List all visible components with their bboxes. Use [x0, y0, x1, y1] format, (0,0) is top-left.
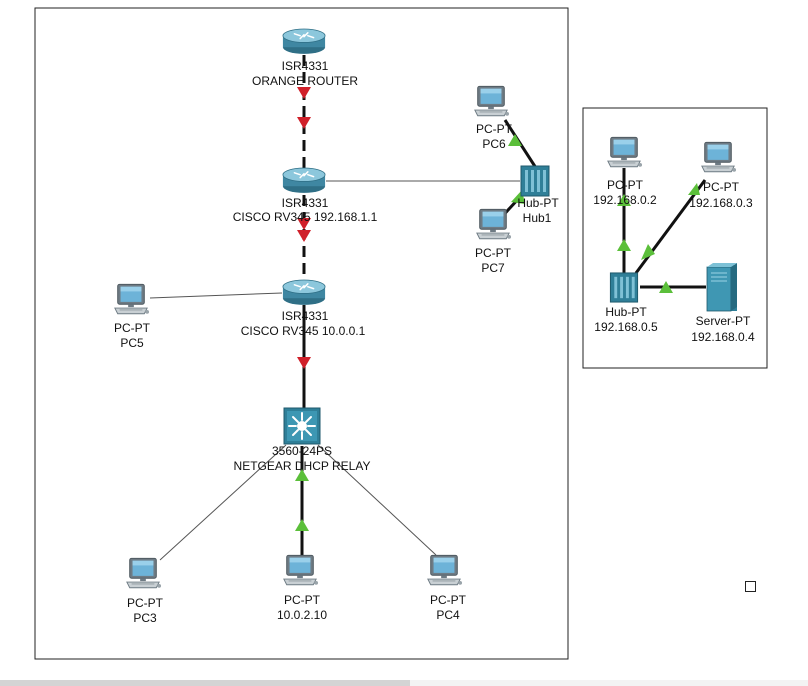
main-workspace-frame: [34, 7, 569, 660]
pc-icon[interactable]: [427, 554, 463, 586]
pc3-model-label: PC-PT: [127, 596, 164, 610]
hub1-name-label: Hub1: [523, 211, 552, 225]
pc5-name-label: PC5: [120, 336, 144, 350]
server-name-label: 192.168.0.4: [691, 330, 755, 344]
link-status-down-group: [297, 87, 311, 369]
cable-pcr2-to-hubr[interactable]: [634, 179, 707, 274]
server-icon[interactable]: [706, 262, 738, 312]
pc4-model-label: PC-PT: [430, 593, 467, 607]
link-up-indicator: [295, 469, 309, 481]
link-up-indicator: [641, 244, 655, 260]
pcr1-model-label: PC-PT: [607, 178, 644, 192]
cable-switch-to-pc3[interactable]: [159, 444, 287, 561]
pcr2-name-label: 192.168.0.3: [689, 196, 753, 210]
link-down-indicator: [297, 218, 311, 230]
pcmid-model-label: PC-PT: [284, 593, 321, 607]
hub1-model-label: Hub-PT: [517, 196, 559, 210]
link-down-indicator: [297, 357, 311, 369]
link-up-indicator: [617, 239, 631, 251]
pcr2-model-label: PC-PT: [703, 180, 740, 194]
pc-icon[interactable]: [607, 136, 643, 168]
link-up-indicator: [659, 281, 673, 293]
pc-icon[interactable]: [474, 85, 510, 117]
link-down-indicator: [297, 230, 311, 242]
right-workspace-frame: [582, 107, 768, 369]
pc6-model-label: PC-PT: [476, 122, 513, 136]
server-model-label: Server-PT: [696, 314, 751, 328]
pc7-name-label: PC7: [481, 261, 505, 275]
link-up-indicator: [295, 519, 309, 531]
hub-icon[interactable]: [609, 272, 639, 303]
horizontal-scrollbar-thumb[interactable]: [0, 680, 410, 686]
pcr1-name-label: 192.168.0.2: [593, 193, 657, 207]
switch-name-label: NETGEAR DHCP RELAY: [234, 459, 371, 473]
pcmid-name-label: 10.0.2.10: [277, 608, 327, 622]
router-icon[interactable]: [282, 279, 326, 306]
rv345-lan-name-label: CISCO RV345 192.168.1.1: [233, 210, 378, 224]
pc-icon[interactable]: [476, 208, 512, 240]
rv345-wan-model-label: ISR4331: [282, 309, 329, 323]
horizontal-scrollbar-track[interactable]: [410, 680, 808, 686]
router-icon[interactable]: [282, 28, 326, 55]
pc4-name-label: PC4: [436, 608, 460, 622]
hubr-name-label: 192.168.0.5: [594, 320, 658, 334]
link-down-indicator: [297, 87, 311, 99]
cable-switch-to-pc4[interactable]: [317, 444, 437, 556]
link-up-indicator: [688, 183, 700, 195]
hub-icon[interactable]: [520, 165, 550, 197]
pc7-model-label: PC-PT: [475, 246, 512, 260]
rv345-lan-model-label: ISR4331: [282, 196, 329, 210]
link-down-indicator: [297, 117, 311, 129]
pc-icon[interactable]: [126, 557, 162, 589]
link-up-indicator: [617, 194, 631, 206]
switch-model-label: 3560-24PS: [272, 444, 332, 458]
link-status-up-group: [295, 134, 700, 531]
pc-icon[interactable]: [114, 283, 150, 315]
link-up-indicator: [508, 134, 522, 146]
orange-router-name-label: ORANGE ROUTER: [252, 74, 358, 88]
pc3-name-label: PC3: [133, 611, 157, 625]
rv345-wan-name-label: CISCO RV345 10.0.0.1: [241, 324, 366, 338]
hubr-model-label: Hub-PT: [605, 305, 647, 319]
router-icon[interactable]: [282, 167, 326, 194]
pc5-model-label: PC-PT: [114, 321, 151, 335]
orange-router-model-label: ISR4331: [282, 59, 329, 73]
pc6-name-label: PC6: [482, 137, 506, 151]
multilayer-switch-icon[interactable]: [283, 407, 321, 445]
pc-icon[interactable]: [701, 141, 737, 173]
resize-handle[interactable]: [745, 581, 756, 592]
pc-icon[interactable]: [283, 554, 319, 586]
cable-pc5-to-rv345-wan[interactable]: [149, 292, 283, 299]
